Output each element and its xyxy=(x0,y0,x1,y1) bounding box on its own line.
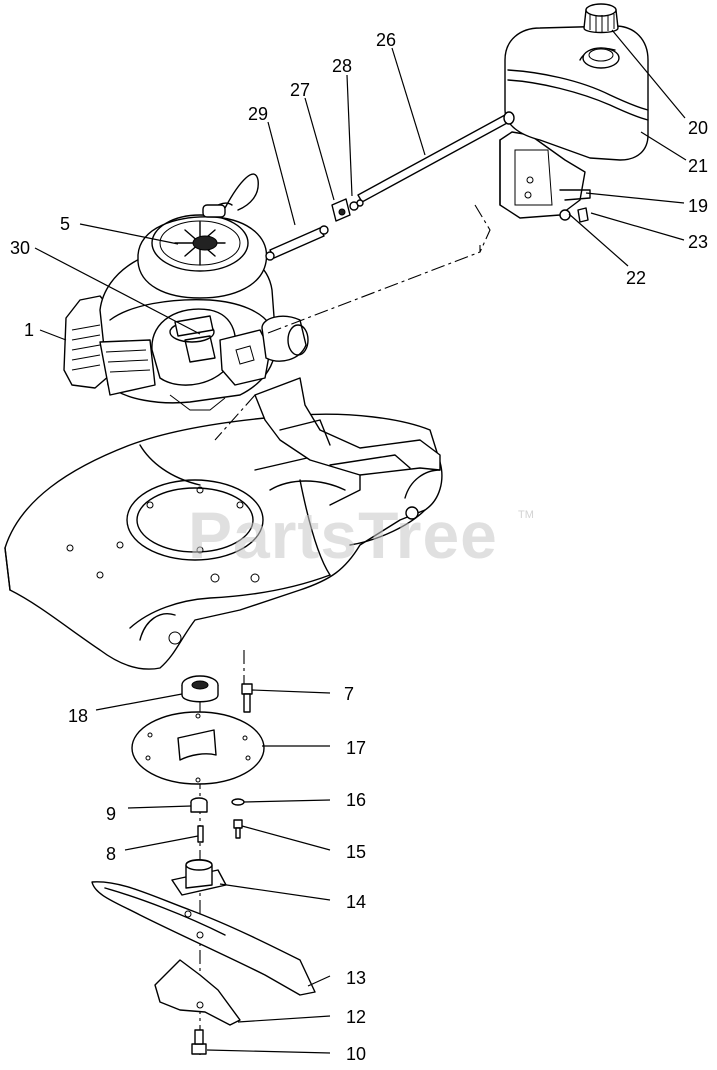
blade-bolt-10 xyxy=(191,1029,207,1055)
baffle-plate xyxy=(131,711,265,785)
callout-29: 29 xyxy=(248,104,268,124)
watermark-trademark: TM xyxy=(518,509,534,521)
spacer-9 xyxy=(190,797,208,813)
callout-5: 5 xyxy=(60,214,70,234)
blade-plate-12 xyxy=(154,959,241,1026)
callout-13: 13 xyxy=(346,968,366,988)
callout-10: 10 xyxy=(346,1044,366,1064)
bearing xyxy=(181,675,219,703)
callout-8: 8 xyxy=(106,844,116,864)
bolt-15 xyxy=(233,819,243,839)
watermark: PartsTree xyxy=(188,498,498,572)
callout-27: 27 xyxy=(290,80,310,100)
callout-20: 20 xyxy=(688,118,708,138)
callout-21: 21 xyxy=(688,156,708,176)
callout-22: 22 xyxy=(626,268,646,288)
callout-28: 28 xyxy=(332,56,352,76)
lockwasher-16 xyxy=(231,798,245,806)
blade-bolt-7 xyxy=(241,683,253,713)
blade xyxy=(91,881,316,996)
fuel-line xyxy=(265,111,515,261)
leader-lines xyxy=(34,29,687,1054)
callout-17: 17 xyxy=(346,738,366,758)
callout-7: 7 xyxy=(344,684,354,704)
engine xyxy=(63,173,309,411)
rear-bracket xyxy=(214,377,441,476)
callout-9: 9 xyxy=(106,804,116,824)
callout-12: 12 xyxy=(346,1007,366,1027)
callout-16: 16 xyxy=(346,790,366,810)
blade-adapter xyxy=(171,859,227,896)
callout-14: 14 xyxy=(346,892,366,912)
callout-1: 1 xyxy=(24,320,34,340)
callout-19: 19 xyxy=(688,196,708,216)
callout-numbers: 1 5 30 29 27 28 26 20 21 19 23 22 7 18 1… xyxy=(10,30,708,1064)
callout-23: 23 xyxy=(688,232,708,252)
callout-18: 18 xyxy=(68,706,88,726)
callout-30: 30 xyxy=(10,238,30,258)
callout-15: 15 xyxy=(346,842,366,862)
fuel-tank-assembly xyxy=(499,3,649,223)
key-8 xyxy=(197,825,204,843)
callout-26: 26 xyxy=(376,30,396,50)
